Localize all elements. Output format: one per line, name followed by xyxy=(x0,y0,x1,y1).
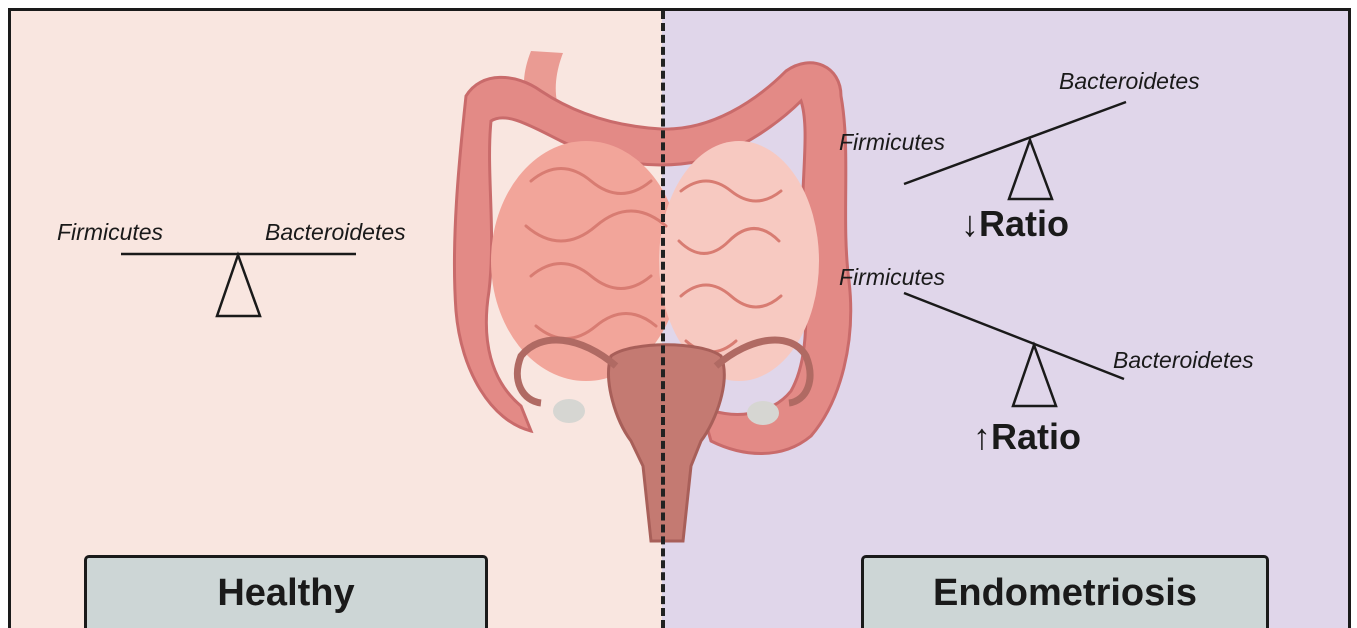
low-ratio-word: Ratio xyxy=(979,203,1069,244)
low-ratio-firmicutes-label: Firmicutes xyxy=(839,129,945,156)
ovary-right xyxy=(747,401,779,425)
figure-frame: Firmicutes Bacteroidetes Firmicutes Bact… xyxy=(8,8,1351,628)
healthy-balance-scale xyxy=(121,254,356,316)
healthy-firmicutes-label: Firmicutes xyxy=(57,219,163,246)
high-ratio-balance-scale xyxy=(904,293,1124,406)
illustration-layer xyxy=(11,11,1351,628)
low-ratio-text: ↓Ratio xyxy=(961,203,1069,245)
healthy-title: Healthy xyxy=(217,572,354,628)
dashed-divider xyxy=(661,11,665,628)
healthy-title-box: Healthy xyxy=(84,555,488,628)
ovary-left xyxy=(553,399,585,423)
gut-uterus-illustration xyxy=(454,51,850,541)
endometriosis-title-box: Endometriosis xyxy=(861,555,1269,628)
endometriosis-title: Endometriosis xyxy=(933,572,1197,628)
high-ratio-text: ↑Ratio xyxy=(973,416,1081,458)
low-ratio-bacteroidetes-label: Bacteroidetes xyxy=(1059,68,1200,95)
high-ratio-firmicutes-label: Firmicutes xyxy=(839,264,945,291)
down-arrow-icon: ↓ xyxy=(961,203,979,244)
up-arrow-icon: ↑ xyxy=(973,416,991,457)
uterus-shape xyxy=(609,345,725,541)
high-ratio-bacteroidetes-label: Bacteroidetes xyxy=(1113,347,1254,374)
high-ratio-word: Ratio xyxy=(991,416,1081,457)
healthy-bacteroidetes-label: Bacteroidetes xyxy=(265,219,406,246)
